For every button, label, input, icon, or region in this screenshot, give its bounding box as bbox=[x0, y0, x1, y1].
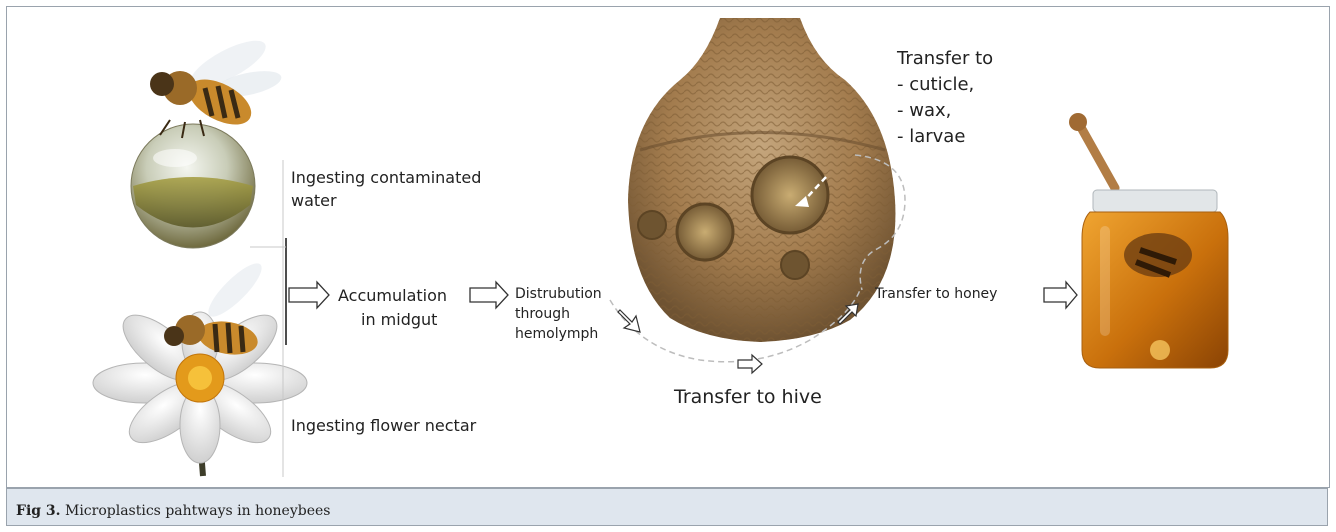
caption-text: Microplastics pahtways in honeybees bbox=[61, 503, 331, 519]
label-transfer-wax: - wax, bbox=[897, 99, 951, 123]
honey-jar-illustration bbox=[1069, 113, 1228, 368]
beehive-illustration bbox=[628, 18, 905, 342]
label-accumulation-1: Accumulation bbox=[338, 285, 447, 307]
caption-prefix: Fig 3. bbox=[16, 503, 61, 519]
bee-on-droplet-icon bbox=[150, 32, 284, 138]
arrow-to-distribution-icon bbox=[470, 282, 508, 308]
arrow-hive-mid-icon bbox=[738, 355, 762, 373]
arrow-to-accumulation-icon bbox=[289, 282, 329, 308]
label-distribution-1: Distrubution bbox=[515, 285, 602, 304]
arrow-to-honey-icon bbox=[1044, 282, 1077, 308]
figure-caption: Fig 3. Microplastics pahtways in honeybe… bbox=[16, 503, 330, 519]
label-ingest-water-2: water bbox=[291, 190, 337, 212]
label-transfer-hive: Transfer to hive bbox=[674, 384, 822, 410]
label-ingest-water-1: Ingesting contaminated bbox=[291, 167, 481, 189]
label-distribution-2: through bbox=[515, 305, 570, 324]
label-transfer-honey: Transfer to honey bbox=[875, 285, 997, 304]
diagram-canvas bbox=[0, 0, 1336, 490]
water-droplet-illustration bbox=[131, 124, 255, 248]
bee-on-flower-icon bbox=[164, 257, 268, 359]
label-transfer-larvae: - larvae bbox=[897, 125, 965, 149]
arrow-hive-down-icon bbox=[618, 310, 640, 332]
label-accumulation-2: in midgut bbox=[361, 309, 437, 331]
label-transfer-to: Transfer to bbox=[897, 47, 993, 71]
label-transfer-cuticle: - cuticle, bbox=[897, 73, 974, 97]
label-distribution-3: hemolymph bbox=[515, 325, 598, 344]
label-ingest-nectar: Ingesting flower nectar bbox=[291, 415, 476, 437]
